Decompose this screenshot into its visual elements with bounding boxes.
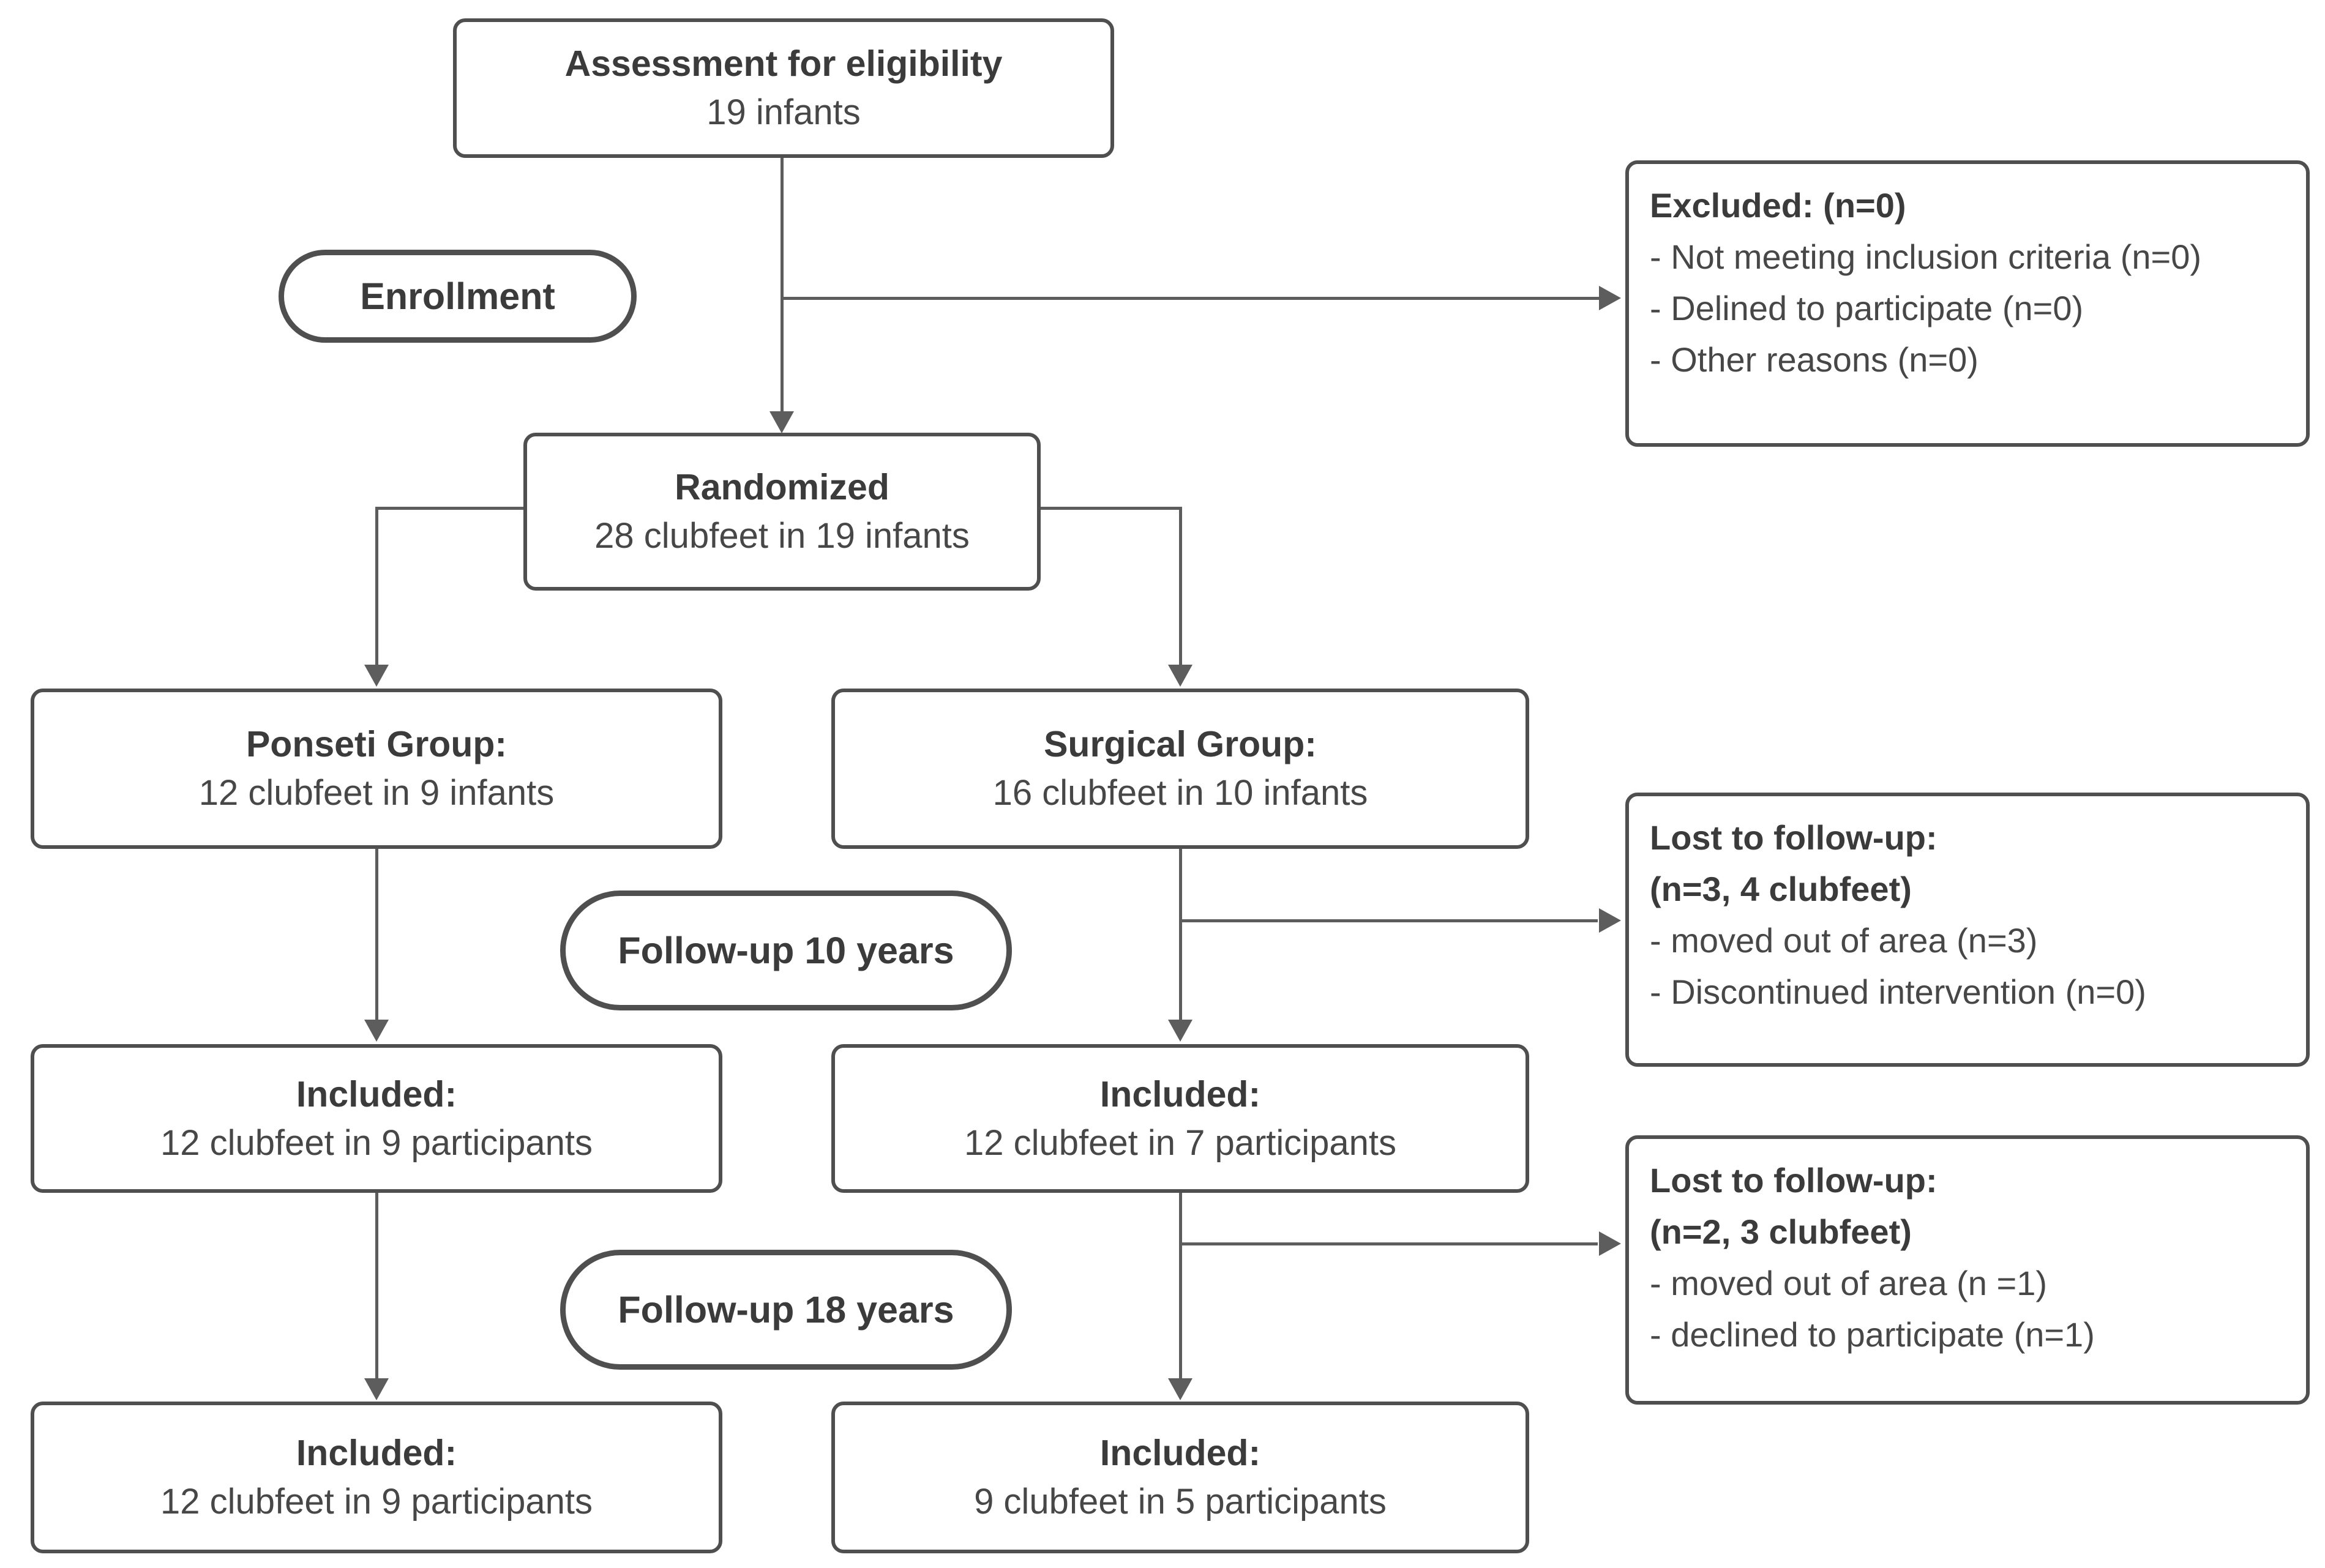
surgical-group-subtitle: 16 clubfeet in 10 infants xyxy=(992,773,1368,813)
lost-followup-10-box: Lost to follow-up: (n=3, 4 clubfeet) - m… xyxy=(1625,793,2310,1067)
included-10-ponseti-title: Included: xyxy=(296,1073,457,1114)
connector-assessment-to-randomized xyxy=(781,158,784,415)
included-18-ponseti-subtitle: 12 clubfeet in 9 participants xyxy=(160,1482,593,1521)
included-18-surgical-title: Included: xyxy=(1099,1433,1261,1473)
connector-included10-to-included18-right xyxy=(1179,1193,1182,1380)
included-18-ponseti-title: Included: xyxy=(296,1433,457,1473)
included-10-ponseti-box: Included: 12 clubfeet in 9 participants xyxy=(31,1044,722,1193)
randomized-title: Randomized xyxy=(675,467,889,507)
assessment-box: Assessment for eligibility 19 infants xyxy=(453,18,1114,158)
included-10-surgical-box: Included: 12 clubfeet in 7 participants xyxy=(831,1044,1529,1193)
followup-10-years-stage-oval: Follow-up 10 years xyxy=(560,890,1012,1010)
arrowhead-into-included18-right-icon xyxy=(1168,1378,1192,1400)
connector-to-lost-followup-18 xyxy=(1180,1242,1598,1245)
excluded-item: - Other reasons (n=0) xyxy=(1650,340,1979,379)
followup-10-years-label: Follow-up 10 years xyxy=(618,930,954,971)
lost-followup-10-count: (n=3, 4 clubfeet) xyxy=(1650,870,1912,908)
ponseti-group-subtitle: 12 clubfeet in 9 infants xyxy=(198,773,555,813)
connector-randomized-left-horizontal xyxy=(375,507,523,510)
surgical-group-box: Surgical Group: 16 clubfeet in 10 infant… xyxy=(831,689,1529,849)
included-18-ponseti-box: Included: 12 clubfeet in 9 participants xyxy=(31,1402,722,1553)
connector-randomized-right-horizontal xyxy=(1041,507,1182,510)
ponseti-group-title: Ponseti Group: xyxy=(245,724,507,764)
randomized-subtitle: 28 clubfeet in 19 infants xyxy=(594,516,970,556)
included-10-ponseti-subtitle: 12 clubfeet in 9 participants xyxy=(160,1122,593,1163)
arrowhead-into-lost-followup-10-icon xyxy=(1599,908,1621,933)
excluded-item: - Delined to participate (n=0) xyxy=(1650,289,2084,327)
surgical-group-title: Surgical Group: xyxy=(1044,724,1317,764)
arrowhead-into-surgical-icon xyxy=(1168,665,1192,687)
excluded-box: Excluded: (n=0) - Not meeting inclusion … xyxy=(1625,160,2310,447)
arrowhead-into-ponseti-icon xyxy=(364,665,389,687)
included-18-surgical-subtitle: 9 clubfeet in 5 participants xyxy=(974,1482,1387,1521)
lost-followup-10-item: - moved out of area (n=3) xyxy=(1650,921,2038,960)
connector-ponseti-to-included10 xyxy=(375,849,378,1021)
included-18-surgical-box: Included: 9 clubfeet in 5 participants xyxy=(831,1402,1529,1553)
connector-randomized-left-vertical xyxy=(375,507,378,667)
arrowhead-into-excluded-icon xyxy=(1599,286,1621,310)
lost-followup-10-title: Lost to follow-up: xyxy=(1650,818,1938,857)
lost-followup-18-item: - declined to participate (n=1) xyxy=(1650,1315,2095,1354)
assessment-title: Assessment for eligibility xyxy=(564,43,1003,84)
lost-followup-18-item: - moved out of area (n =1) xyxy=(1650,1264,2048,1302)
arrowhead-into-included10-right-icon xyxy=(1168,1020,1192,1042)
included-10-surgical-subtitle: 12 clubfeet in 7 participants xyxy=(964,1122,1397,1163)
excluded-item: - Not meeting inclusion criteria (n=0) xyxy=(1650,237,2202,276)
included-10-surgical-title: Included: xyxy=(1099,1073,1261,1114)
assessment-subtitle: 19 infants xyxy=(706,92,861,132)
lost-followup-18-box: Lost to follow-up: (n=2, 3 clubfeet) - m… xyxy=(1625,1135,2310,1405)
followup-18-years-stage-oval: Follow-up 18 years xyxy=(560,1250,1012,1370)
excluded-title: Excluded: (n=0) xyxy=(1650,186,1906,225)
connector-surgical-to-included10 xyxy=(1179,849,1182,1021)
randomized-box: Randomized 28 clubfeet in 19 infants xyxy=(523,433,1041,591)
arrowhead-into-randomized-icon xyxy=(769,411,794,433)
arrowhead-into-included10-left-icon xyxy=(364,1020,389,1042)
connector-randomized-right-vertical xyxy=(1179,507,1182,667)
followup-18-years-label: Follow-up 18 years xyxy=(618,1289,954,1331)
connector-to-excluded xyxy=(782,297,1599,300)
connector-included10-to-included18-left xyxy=(375,1193,378,1380)
enrollment-stage-oval: Enrollment xyxy=(279,250,637,343)
lost-followup-10-item: - Discontinued intervention (n=0) xyxy=(1650,973,2146,1011)
lost-followup-18-count: (n=2, 3 clubfeet) xyxy=(1650,1212,1912,1251)
ponseti-group-box: Ponseti Group: 12 clubfeet in 9 infants xyxy=(31,689,722,849)
connector-to-lost-followup-10 xyxy=(1180,919,1598,922)
enrollment-label: Enrollment xyxy=(360,275,555,317)
lost-followup-18-title: Lost to follow-up: xyxy=(1650,1161,1938,1200)
arrowhead-into-lost-followup-18-icon xyxy=(1599,1231,1621,1256)
arrowhead-into-included18-left-icon xyxy=(364,1378,389,1400)
